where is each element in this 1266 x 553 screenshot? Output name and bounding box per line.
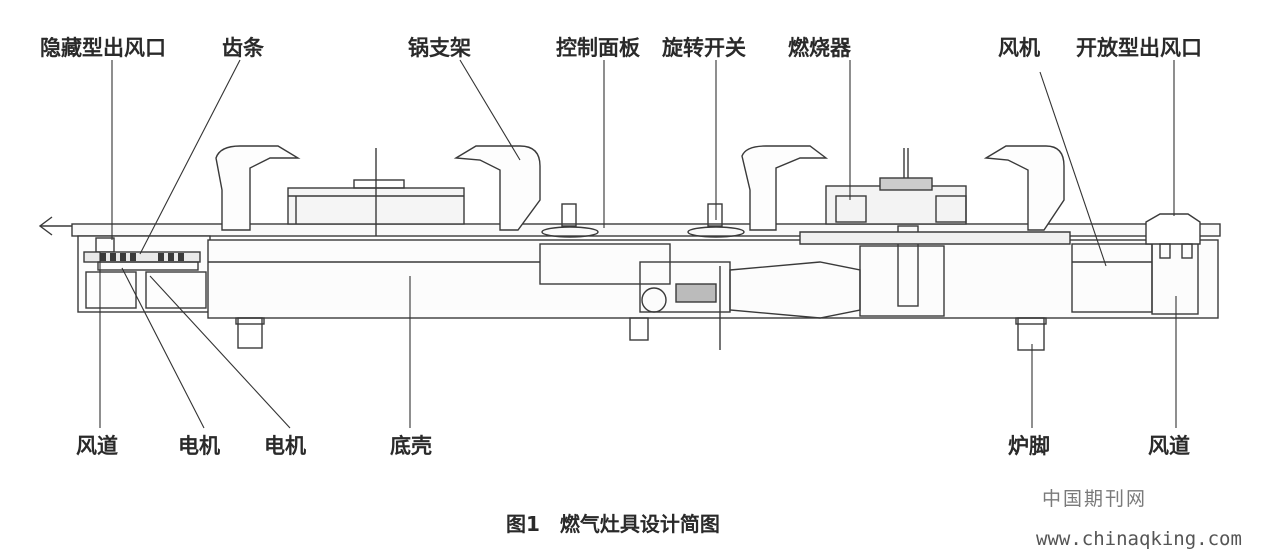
label-burner: 燃烧器	[788, 36, 851, 60]
foot-left	[237, 317, 263, 349]
label-motor-1: 电机	[178, 434, 220, 458]
label-stove-foot: 炉脚	[1008, 434, 1050, 458]
foot-right	[1017, 317, 1045, 351]
bottom-shell	[207, 239, 1219, 319]
pot-support-2	[453, 145, 541, 231]
label-air-duct-left: 风道	[76, 434, 118, 458]
label-bottom-shell: 底壳	[390, 434, 432, 458]
label-control-panel: 控制面板	[556, 36, 640, 60]
label-pot-support: 锅支架	[408, 36, 471, 60]
watermark-url: www.chinaqking.com	[1036, 528, 1242, 550]
label-motor-2: 电机	[264, 434, 306, 458]
label-fan: 风机	[998, 36, 1040, 60]
rack-teeth	[100, 253, 184, 261]
watermark-title: 中国期刊网	[1042, 488, 1148, 510]
label-rack: 齿条	[222, 36, 264, 60]
label-rotary-switch: 旋转开关	[662, 36, 746, 60]
label-hidden-outlet: 隐藏型出风口	[40, 36, 166, 60]
pot-support-3	[741, 145, 829, 231]
figure-caption: 图1 燃气灶具设计简图	[506, 512, 720, 536]
label-open-outlet: 开放型出风口	[1076, 36, 1202, 60]
pot-support-4	[983, 145, 1065, 231]
burner-right	[825, 185, 967, 225]
label-air-duct-right: 风道	[1148, 434, 1190, 458]
pot-support-1	[215, 145, 301, 231]
